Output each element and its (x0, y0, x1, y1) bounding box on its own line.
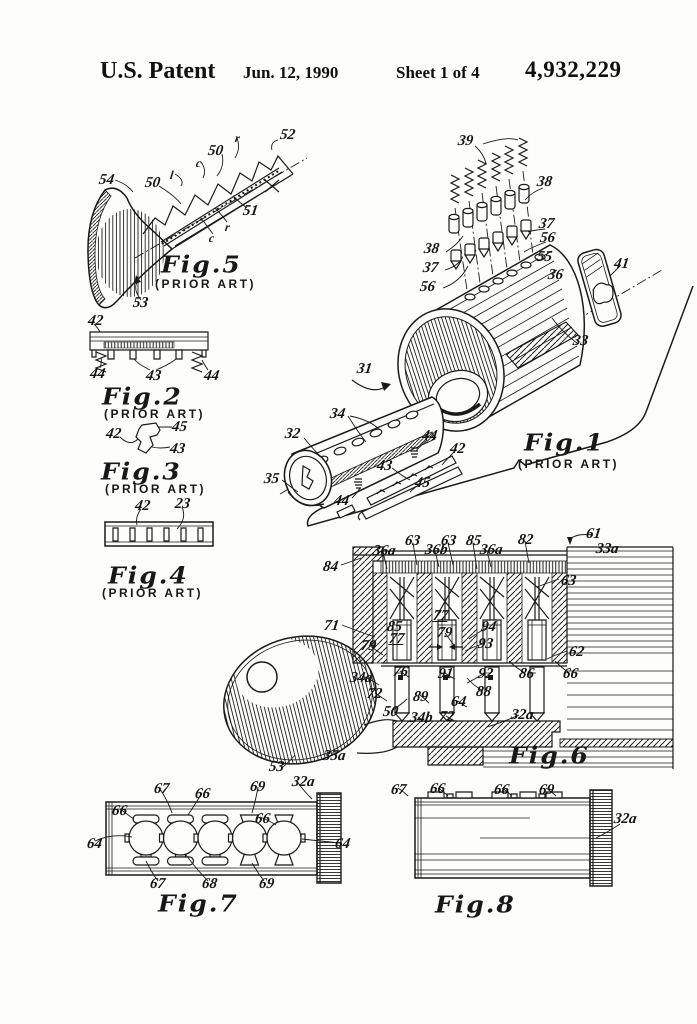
fig8-caption: Fig.8 (435, 891, 516, 918)
fig4-drawing (95, 495, 255, 603)
fig7-drawing (80, 775, 360, 915)
fig3-prior-art: (PRIOR ART) (105, 482, 207, 496)
fig6-drawing (215, 525, 675, 780)
fig1-caption: Fig.1 (524, 429, 605, 456)
patent-date: Jun. 12, 1990 (243, 63, 339, 82)
fig4-caption: Fig.4 (108, 562, 189, 589)
fig5-caption: Fig.5 (161, 251, 242, 278)
fig2-prior-art: (PRIOR ART) (104, 407, 206, 421)
fig5-drawing (75, 118, 310, 310)
patent-title: U.S. Patent (100, 58, 216, 84)
sheet-number: Sheet 1 of 4 (396, 63, 480, 82)
fig4-prior-art: (PRIOR ART) (102, 586, 204, 600)
fig6-caption: Fig.6 (509, 742, 590, 769)
fig2-drawing (78, 312, 243, 420)
fig7-caption: Fig.7 (158, 890, 239, 917)
fig2-caption: Fig.2 (102, 383, 183, 410)
fig8-drawing (380, 780, 670, 925)
fig1-prior-art: (PRIOR ART) (518, 457, 620, 471)
fig3-caption: Fig.3 (101, 458, 182, 485)
fig3-drawing (100, 415, 220, 505)
patent-number: 4,932,229 (525, 57, 622, 82)
fig1-drawing (262, 120, 697, 545)
fig5-prior-art: (PRIOR ART) (155, 277, 257, 291)
